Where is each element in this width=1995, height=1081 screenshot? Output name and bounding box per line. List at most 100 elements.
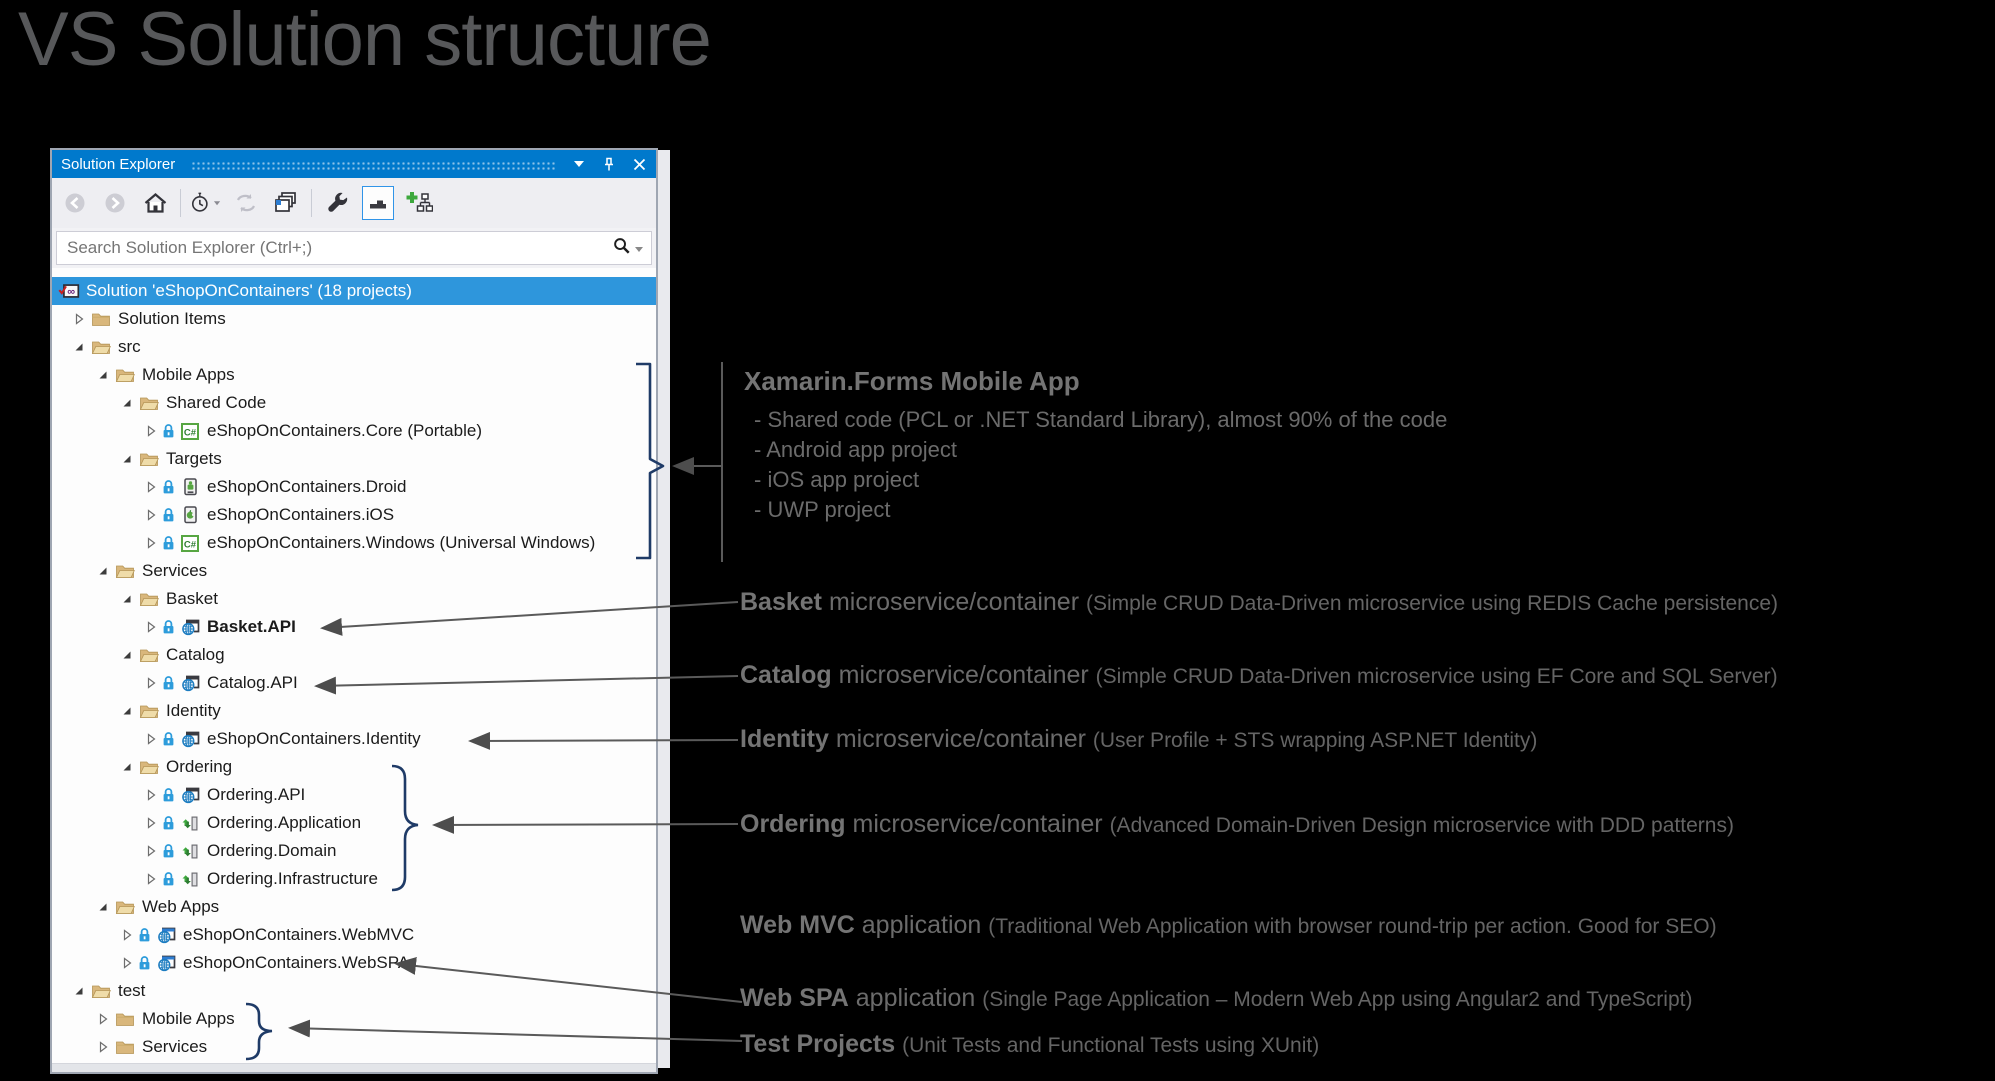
lock-icon xyxy=(162,507,177,523)
annotation-paren: (Single Page Application – Modern Web Ap… xyxy=(982,988,1693,1011)
expanded-arrow-icon[interactable] xyxy=(120,760,138,774)
search-box[interactable] xyxy=(56,231,652,265)
collapsed-arrow-icon[interactable] xyxy=(144,536,162,550)
expanded-arrow-icon[interactable] xyxy=(72,340,90,354)
collapsed-arrow-icon[interactable] xyxy=(120,928,138,942)
collapse-all-button[interactable] xyxy=(271,187,301,219)
collapsed-arrow-icon[interactable] xyxy=(96,1040,114,1054)
home-button[interactable] xyxy=(140,187,170,219)
preview-selected-items-button[interactable] xyxy=(362,186,394,220)
tree-row[interactable]: Basket xyxy=(52,585,656,613)
panel-title: Solution Explorer xyxy=(61,155,176,173)
tree-row[interactable]: Solution Items xyxy=(52,305,656,333)
expanded-arrow-icon[interactable] xyxy=(120,452,138,466)
tree-row[interactable]: Catalog xyxy=(52,641,656,669)
tree-row[interactable]: eShopOnContainers.Identity xyxy=(52,725,656,753)
expanded-arrow-icon[interactable] xyxy=(120,592,138,606)
tree-row[interactable]: Services xyxy=(52,1033,656,1061)
annotation-paren: (Simple CRUD Data-Driven microservice us… xyxy=(1095,665,1778,688)
collapsed-arrow-icon[interactable] xyxy=(144,872,162,886)
drag-dots xyxy=(191,160,555,170)
search-options-caret-icon[interactable] xyxy=(635,239,643,257)
expanded-arrow-icon[interactable] xyxy=(96,900,114,914)
solution-tree: ∞Solution 'eShopOnContainers' (18 projec… xyxy=(52,268,656,1061)
pin-icon[interactable] xyxy=(601,156,617,172)
search-icon[interactable] xyxy=(612,236,631,260)
collapsed-arrow-icon[interactable] xyxy=(144,816,162,830)
folder-open-icon xyxy=(138,759,160,776)
tree-item-label: eShopOnContainers.WebSPA xyxy=(183,953,410,972)
collapsed-arrow-icon[interactable] xyxy=(72,312,90,326)
lock-icon xyxy=(162,619,177,635)
annotation-bold: Web SPA xyxy=(740,984,849,1012)
lock-icon xyxy=(162,871,177,887)
tree-row[interactable]: C#eShopOnContainers.Core (Portable) xyxy=(52,417,656,445)
annotation-test: Test Projects (Unit Tests and Functional… xyxy=(740,1030,1319,1059)
expanded-arrow-icon[interactable] xyxy=(120,648,138,662)
classlib-icon xyxy=(179,843,201,860)
expanded-arrow-icon[interactable] xyxy=(120,396,138,410)
folder-closed-icon xyxy=(114,1011,136,1028)
collapsed-arrow-icon[interactable] xyxy=(144,424,162,438)
back-button[interactable] xyxy=(60,187,90,219)
collapsed-arrow-icon[interactable] xyxy=(144,620,162,634)
tree-row[interactable]: test xyxy=(52,977,656,1005)
collapsed-arrow-icon[interactable] xyxy=(144,480,162,494)
panel-titlebar[interactable]: Solution Explorer xyxy=(52,150,656,178)
expanded-arrow-icon[interactable] xyxy=(96,564,114,578)
tree-row[interactable]: Identity xyxy=(52,697,656,725)
tree-row[interactable]: Services xyxy=(52,557,656,585)
horizontal-scrollbar[interactable] xyxy=(52,1063,656,1072)
folder-open-icon xyxy=(138,395,160,412)
collapsed-arrow-icon[interactable] xyxy=(120,956,138,970)
properties-button[interactable] xyxy=(322,187,352,219)
collapsed-arrow-icon[interactable] xyxy=(144,788,162,802)
webapp-icon xyxy=(155,954,177,972)
forward-button[interactable] xyxy=(100,187,130,219)
sync-with-active-document-button[interactable] xyxy=(404,187,434,219)
svg-text:C#: C# xyxy=(184,427,197,438)
collapsed-arrow-icon[interactable] xyxy=(96,1012,114,1026)
expanded-arrow-icon[interactable] xyxy=(72,984,90,998)
tree-row[interactable]: Ordering.Application xyxy=(52,809,656,837)
tree-row[interactable]: Catalog.API xyxy=(52,669,656,697)
collapsed-arrow-icon[interactable] xyxy=(144,676,162,690)
tree-row[interactable]: eShopOnContainers.WebMVC xyxy=(52,921,656,949)
pending-changes-filter-button[interactable] xyxy=(191,187,221,219)
tree-row[interactable]: eShopOnContainers.iOS xyxy=(52,501,656,529)
tree-row[interactable]: Ordering.Infrastructure xyxy=(52,865,656,893)
tree-row[interactable]: eShopOnContainers.WebSPA xyxy=(52,949,656,977)
tree-row[interactable]: Ordering.API xyxy=(52,781,656,809)
close-icon[interactable] xyxy=(631,156,647,172)
annotation-mid: application xyxy=(848,984,983,1012)
classlib-icon xyxy=(179,815,201,832)
tree-row[interactable]: Mobile Apps xyxy=(52,361,656,389)
tree-row[interactable]: src xyxy=(52,333,656,361)
tree-row[interactable]: eShopOnContainers.Droid xyxy=(52,473,656,501)
csharp-icon: C# xyxy=(179,422,201,440)
tree-row[interactable]: Shared Code xyxy=(52,389,656,417)
expanded-arrow-icon[interactable] xyxy=(120,704,138,718)
window-position-icon[interactable] xyxy=(571,156,587,172)
tree-row[interactable]: Basket.API xyxy=(52,613,656,641)
tree-item-label: Services xyxy=(142,1037,208,1056)
tree-item-label: eShopOnContainers.Identity xyxy=(207,729,421,748)
tree-row[interactable]: Ordering.Domain xyxy=(52,837,656,865)
sync-button[interactable] xyxy=(231,187,261,219)
tree-row[interactable]: Web Apps xyxy=(52,893,656,921)
svg-text:∞: ∞ xyxy=(67,286,75,298)
tree-row[interactable]: Mobile Apps xyxy=(52,1005,656,1033)
annotation-mid: microservice/container xyxy=(845,810,1110,838)
tree-row[interactable]: Targets xyxy=(52,445,656,473)
tree-row[interactable]: C#eShopOnContainers.Windows (Universal W… xyxy=(52,529,656,557)
expanded-arrow-icon[interactable] xyxy=(96,368,114,382)
collapsed-arrow-icon[interactable] xyxy=(144,844,162,858)
folder-open-icon xyxy=(90,983,112,1000)
tree-item-label: Ordering.Application xyxy=(207,813,362,832)
collapsed-arrow-icon[interactable] xyxy=(144,732,162,746)
tree-row[interactable]: Ordering xyxy=(52,753,656,781)
tree-row[interactable]: ∞Solution 'eShopOnContainers' (18 projec… xyxy=(52,277,656,305)
search-input[interactable] xyxy=(65,237,612,259)
annotation-mid: microservice/container xyxy=(828,725,1093,753)
collapsed-arrow-icon[interactable] xyxy=(144,508,162,522)
